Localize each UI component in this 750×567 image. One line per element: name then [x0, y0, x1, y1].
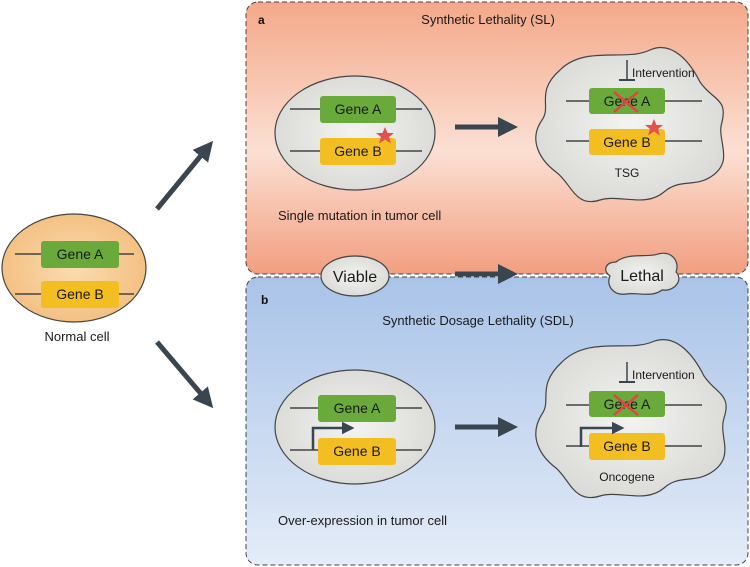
normal-gene-b-label: Gene B — [56, 286, 103, 302]
normal-gene-a-box — [41, 241, 119, 268]
viable-label: Viable — [333, 269, 377, 286]
panel-b-tumor-gene-b-box — [589, 433, 665, 460]
panel-a-tumor-label: TSG — [615, 166, 640, 180]
panel-a-gene-b-box — [320, 138, 396, 165]
panel-b-gene-b-box — [318, 438, 396, 465]
panel-b-letter: b — [261, 293, 268, 307]
viable-cell — [320, 255, 390, 297]
normal-gene-a-label: Gene A — [57, 246, 104, 262]
panel-a-gene-a-box — [320, 96, 396, 123]
lethal-cell — [605, 252, 680, 295]
cross-mark-icon — [613, 91, 639, 113]
inhibition-icon — [619, 362, 635, 383]
panel-b-gene-a-label: Gene A — [334, 400, 381, 416]
panel-b-tumor-label: Oncogene — [599, 470, 655, 484]
panel-b-note: Over-expression in tumor cell — [278, 513, 447, 528]
panel-a-tumor-gene-b-label: Gene B — [603, 134, 650, 150]
transcription-arrow-icon — [579, 421, 625, 447]
inhibition-icon — [619, 60, 635, 81]
panel-b-tumor-cell: Gene A Gene B Intervention Oncogene — [535, 339, 727, 499]
arrow-to-panel-b — [155, 340, 214, 409]
panel-a-gene-b-label: Gene B — [334, 143, 381, 159]
panel-a-letter: a — [258, 13, 265, 27]
panel-a-title: Synthetic Lethality (SL) — [421, 12, 555, 27]
panel-a-tumor-cell: Gene A Gene B Intervention TSG — [535, 47, 725, 203]
arrow-to-panel-a — [155, 140, 214, 211]
panel-b-title: Synthetic Dosage Lethality (SDL) — [382, 313, 573, 328]
panel-b: b Synthetic Dosage Lethality (SDL) Gene … — [245, 276, 749, 566]
normal-gene-b-box — [41, 281, 119, 308]
panel-b-cell: Gene A Gene B — [274, 369, 436, 485]
lethal-label: Lethal — [620, 268, 664, 285]
panel-b-intervention-label: Intervention — [632, 368, 695, 382]
panel-a-note: Single mutation in tumor cell — [278, 208, 441, 223]
normal-cell-caption: Normal cell — [44, 329, 109, 344]
panel-a-tumor-gene-b-box — [589, 129, 665, 155]
panel-a-intervention-label: Intervention — [632, 66, 695, 80]
outcome-row: Viable Lethal — [320, 252, 680, 297]
transcription-arrow-icon — [311, 421, 355, 450]
panel-a-gene-a-label: Gene A — [335, 101, 382, 117]
normal-cell: Gene A Gene B Normal cell — [1, 213, 147, 344]
star-mutation-icon — [376, 127, 394, 144]
panel-a-cell: Gene A Gene B — [274, 75, 436, 191]
cross-mark-icon — [613, 394, 639, 416]
panel-b-tumor-gene-b-label: Gene B — [603, 438, 650, 454]
panel-a: a Synthetic Lethality (SL) Gene A Gene B… — [245, 1, 749, 275]
star-mutation-icon — [645, 119, 663, 136]
panel-b-gene-a-box — [318, 395, 396, 422]
panel-b-gene-b-label: Gene B — [333, 443, 380, 459]
